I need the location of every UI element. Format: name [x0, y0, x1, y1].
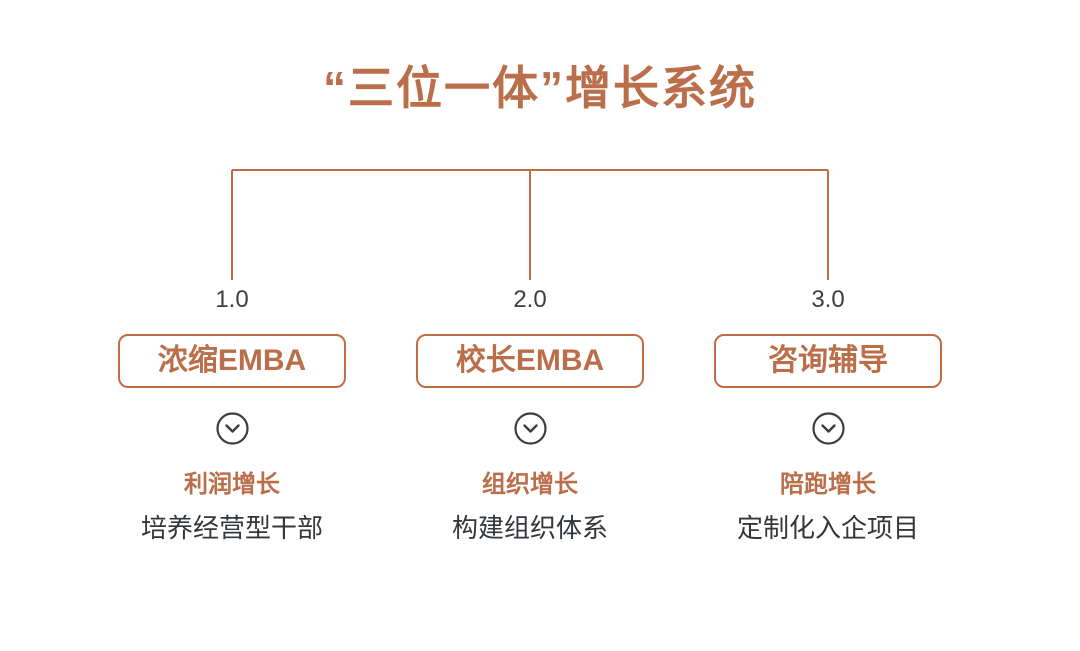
chevron-down-circle-icon — [215, 412, 249, 445]
stage-box: 校长EMBA — [416, 334, 644, 388]
tree-connector-lines — [231, 169, 829, 280]
growth-column-2: 2.0 校长EMBA 组织增长 构建组织体系 — [380, 286, 680, 543]
growth-description: 定制化入企项目 — [736, 513, 919, 543]
version-label: 3.0 — [811, 286, 845, 313]
page-title: “三位一体”增长系统 — [323, 62, 757, 114]
growth-description: 培养经营型干部 — [140, 513, 323, 543]
growth-column-3: 3.0 咨询辅导 陪跑增长 定制化入企项目 — [678, 286, 978, 543]
growth-type-label: 利润增长 — [184, 471, 280, 498]
stage-box: 浓缩EMBA — [118, 334, 346, 388]
growth-description: 构建组织体系 — [451, 513, 608, 543]
growth-type-label: 陪跑增长 — [780, 471, 876, 498]
growth-type-label: 组织增长 — [482, 471, 578, 498]
version-label: 2.0 — [513, 286, 547, 313]
stage-box: 咨询辅导 — [714, 334, 942, 388]
version-label: 1.0 — [215, 286, 249, 313]
chevron-down-circle-icon — [811, 412, 845, 445]
chevron-down-circle-icon — [513, 412, 547, 445]
growth-column-1: 1.0 浓缩EMBA 利润增长 培养经营型干部 — [82, 286, 382, 543]
